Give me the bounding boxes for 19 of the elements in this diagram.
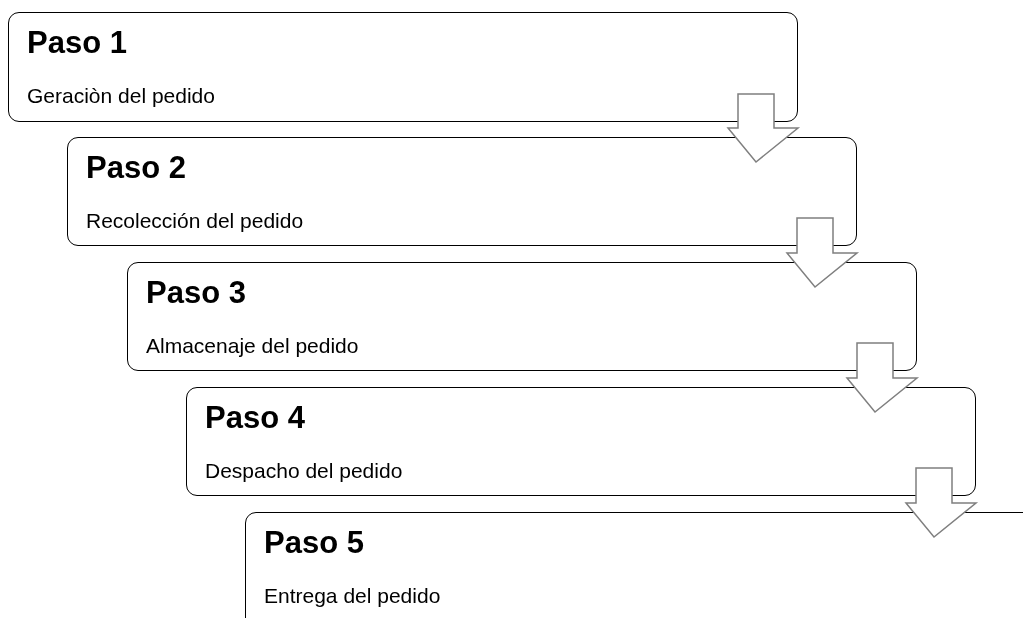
step-heading: Paso 5 <box>264 525 364 561</box>
block-arrow <box>845 342 920 414</box>
step-box <box>186 387 976 496</box>
block-arrow <box>726 93 801 164</box>
step-description: Recolección del pedido <box>86 209 304 233</box>
step-description: Almacenaje del pedido <box>146 334 359 358</box>
step-heading: Paso 1 <box>27 25 127 61</box>
step-box <box>127 262 917 371</box>
block-arrow <box>904 467 979 539</box>
step-heading: Paso 3 <box>146 275 246 311</box>
step-description: Entrega del pedido <box>264 584 441 608</box>
step-box <box>8 12 798 122</box>
step-box <box>245 512 1023 618</box>
step-box <box>67 137 857 246</box>
block-arrow <box>785 217 860 289</box>
step-heading: Paso 4 <box>205 400 305 436</box>
step-description: Geraciòn del pedido <box>27 84 215 108</box>
step-heading: Paso 2 <box>86 150 186 186</box>
step-description: Despacho del pedido <box>205 459 403 483</box>
